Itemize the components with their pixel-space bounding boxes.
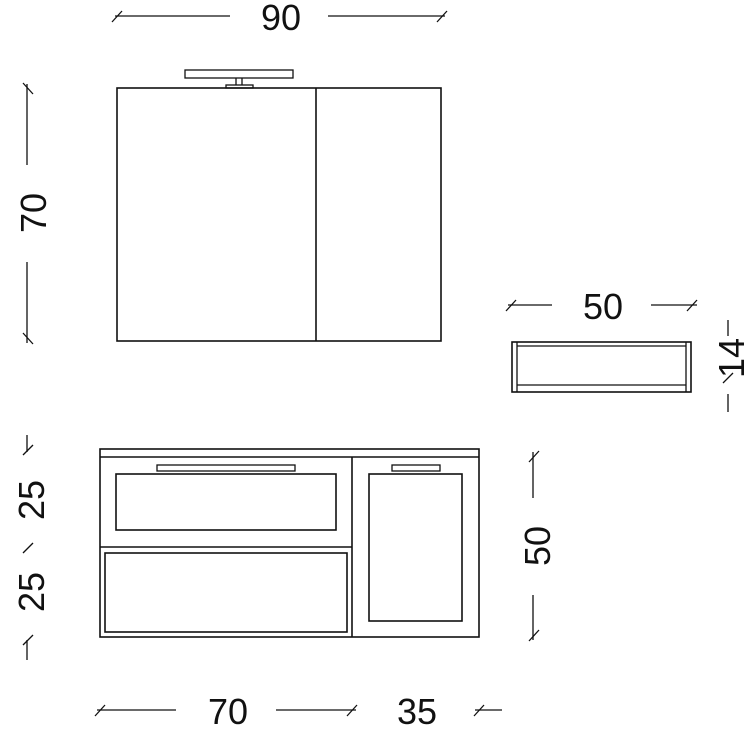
shelf-outer [511,341,692,393]
dimension-shelf-height-14: 14 [711,320,752,412]
dimension-width-90: 90 [111,0,448,38]
dimension-label: 25 [11,480,52,520]
dimension-label: 14 [711,338,752,378]
dimension-label: 35 [397,691,437,732]
dimension-label: 70 [13,193,54,233]
dimension-base-widths: 70 35 [94,691,502,732]
dimension-base-height-50: 50 [517,450,558,642]
top-drawer-front [115,473,337,531]
door-handle [391,464,441,472]
base-unit [99,448,480,638]
dimension-height-70: 70 [13,82,54,345]
top-drawer-handle [156,464,296,472]
cabinet-body [116,87,442,342]
base-outer [99,448,480,638]
dimension-label: 25 [11,572,52,612]
shelf [511,341,692,393]
bottom-drawer-front [104,552,348,633]
dimension-shelf-width-50: 50 [505,286,698,327]
dimension-label: 50 [583,286,623,327]
dimension-label: 70 [208,691,248,732]
door-front [368,473,463,622]
dimension-drawer-heights: 25 25 [11,435,52,660]
lamp-bar [184,69,294,79]
mirror-cabinet [116,69,442,342]
dimension-label: 50 [517,526,558,566]
dimension-label: 90 [261,0,301,38]
